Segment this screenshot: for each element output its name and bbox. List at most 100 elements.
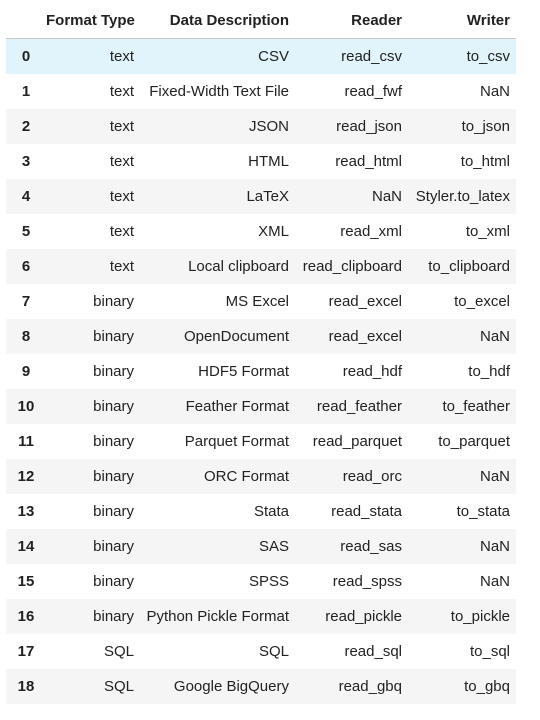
data-description-cell: OpenDocument — [183, 328, 289, 345]
writer-cell: to_gbq — [464, 678, 510, 695]
reader-cell: NaN — [371, 188, 402, 205]
format-type-cell: text — [109, 258, 134, 275]
format-type-cell: binary — [93, 398, 134, 415]
data-description-cell: Feather Format — [185, 398, 289, 415]
row-index: 5 — [21, 223, 31, 240]
table-row: 13 binary Stata read_stata to_stata — [6, 494, 516, 529]
data-description-column-header: Data Description — [140, 3, 295, 39]
reader-cell: read_fwf — [344, 83, 402, 100]
data-description-cell: CSV — [258, 48, 289, 65]
format-type-cell: text — [109, 118, 134, 135]
row-index: 8 — [21, 328, 31, 345]
writer-cell: NaN — [479, 538, 510, 555]
reader-cell: read_pickle — [325, 608, 402, 625]
format-type-cell: binary — [93, 363, 134, 380]
reader-cell: read_gbq — [338, 678, 402, 695]
index-column-header — [6, 3, 46, 39]
format-type-cell: text — [109, 223, 134, 240]
data-description-cell: Local clipboard — [188, 258, 289, 275]
row-index: 17 — [17, 643, 35, 660]
writer-cell: to_xml — [465, 223, 510, 240]
table-row: 1 text Fixed-Width Text File read_fwf NaN — [6, 74, 516, 109]
data-description-cell: Stata — [253, 503, 289, 520]
reader-cell: read_csv — [341, 48, 402, 65]
row-index: 7 — [21, 293, 31, 310]
row-index: 4 — [21, 188, 31, 205]
reader-cell: read_html — [335, 153, 402, 170]
table-header: Format Type Data Description Reader Writ… — [6, 3, 516, 39]
writer-cell: to_clipboard — [428, 258, 510, 275]
writer-cell: NaN — [479, 83, 510, 100]
reader-cell: read_stata — [331, 503, 402, 520]
reader-cell: read_xml — [340, 223, 402, 240]
format-type-cell: binary — [93, 433, 134, 450]
format-type-cell: binary — [93, 608, 134, 625]
reader-cell: read_feather — [316, 398, 402, 415]
table-row: 11 binary Parquet Format read_parquet to_par… — [6, 424, 516, 459]
data-description-cell: SAS — [258, 538, 289, 555]
dataframe-table-container: Format Type Data Description Reader Writ… — [6, 3, 516, 704]
format-type-cell: binary — [93, 573, 134, 590]
writer-cell: Styler.to_latex — [415, 188, 510, 205]
data-description-cell: SPSS — [248, 573, 289, 590]
reader-cell: read_sas — [340, 538, 402, 555]
data-description-cell: JSON — [248, 118, 289, 135]
table-row: 10 binary Feather Format read_feather to_fea… — [6, 389, 516, 424]
dataframe-table: Format Type Data Description Reader Writ… — [6, 3, 516, 704]
data-description-cell: Google BigQuery — [173, 678, 289, 695]
data-description-cell: ORC Format — [203, 468, 289, 485]
format-type-cell: binary — [93, 328, 134, 345]
reader-cell: read_clipboard — [302, 258, 402, 275]
data-description-cell: LaTeX — [246, 188, 289, 205]
data-description-cell: SQL — [258, 643, 289, 660]
writer-cell: NaN — [479, 328, 510, 345]
data-description-cell: HTML — [248, 153, 289, 170]
writer-column-header: Writer — [408, 3, 516, 39]
row-index: 11 — [18, 433, 34, 450]
writer-cell: to_stata — [456, 503, 510, 520]
format-type-cell: SQL — [103, 643, 134, 660]
reader-column-header: Reader — [295, 3, 408, 39]
format-type-cell: binary — [93, 293, 134, 310]
row-index: 13 — [17, 503, 35, 520]
writer-cell: to_parquet — [438, 433, 510, 450]
writer-cell: to_hdf — [468, 363, 510, 380]
data-description-cell: HDF5 Format — [198, 363, 289, 380]
row-index: 18 — [17, 678, 35, 695]
row-index: 12 — [17, 468, 35, 485]
data-description-cell: Python Pickle Format — [146, 608, 289, 625]
writer-cell: to_feather — [442, 398, 510, 415]
row-index: 2 — [21, 118, 31, 135]
row-index: 14 — [17, 538, 35, 555]
row-index: 16 — [17, 608, 35, 625]
reader-cell: read_parquet — [312, 433, 402, 450]
reader-cell: read_sql — [344, 643, 402, 660]
format-type-cell: text — [109, 48, 134, 65]
reader-cell: read_orc — [342, 468, 402, 485]
row-index: 3 — [21, 153, 31, 170]
reader-cell: read_hdf — [342, 363, 402, 380]
format-type-cell: SQL — [103, 678, 134, 695]
data-description-cell: Fixed-Width Text File — [149, 83, 289, 100]
data-description-cell: Parquet Format — [184, 433, 289, 450]
format-type-cell: binary — [93, 503, 134, 520]
format-type-cell: binary — [93, 468, 134, 485]
writer-cell: to_json — [461, 118, 510, 135]
format-type-cell: text — [109, 83, 134, 100]
reader-cell: read_spss — [332, 573, 402, 590]
data-description-cell: MS Excel — [225, 293, 289, 310]
row-index: 10 — [17, 398, 35, 415]
row-index: 1 — [21, 83, 31, 100]
